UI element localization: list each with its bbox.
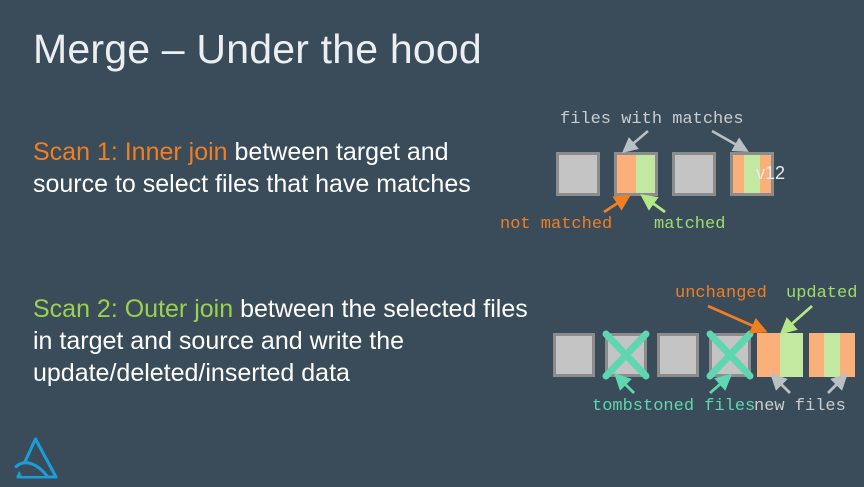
arrow-new-files-box5 <box>770 373 791 394</box>
scan2-rest: between the selected files in target and… <box>33 295 528 387</box>
segment-unchanged <box>757 333 780 377</box>
arrow-to-box4 <box>711 129 749 152</box>
version-label-v12: v12 <box>756 163 786 183</box>
updated-label: updated <box>786 284 858 303</box>
segment-gray <box>559 155 597 193</box>
bottom-file-box-1 <box>553 333 595 377</box>
top-file-box-1 <box>556 152 600 196</box>
bottom-file-box-2 <box>605 333 647 377</box>
bottom-file-box-4 <box>709 333 751 377</box>
diagram-scan2: unchanged updated tombstoned files new f… <box>0 275 864 425</box>
arrow-unchanged <box>707 304 768 334</box>
diagram-scan1: files with matches v12 not matched match… <box>0 0 864 240</box>
top-file-box-3 <box>672 152 716 196</box>
segment-updated <box>780 333 803 377</box>
arrow-not-matched <box>603 194 632 214</box>
not-matched-label: not matched <box>500 215 613 234</box>
segment-unchanged <box>840 333 855 377</box>
arrow-new-files-box6 <box>827 373 848 394</box>
page-title: Merge – Under the hood <box>33 26 482 72</box>
arrow-tombstoned-box2 <box>614 373 635 394</box>
segment-not-matched <box>759 155 771 193</box>
arrow-to-box2 <box>622 130 649 154</box>
segment-not-matched <box>617 155 636 193</box>
scan2-paragraph: Scan 2: Outer join between the selected … <box>33 293 533 389</box>
segment-gray <box>556 336 592 374</box>
segment-matched <box>636 155 655 193</box>
segment-not-matched <box>733 155 745 193</box>
new-files-label: new files <box>754 397 846 416</box>
top-file-box-2 <box>614 152 658 196</box>
arrow-tombstoned-box4 <box>709 373 733 395</box>
arrow-updated <box>779 304 813 335</box>
segment-matched <box>744 155 760 193</box>
arrow-matched <box>640 194 666 214</box>
top-file-box-4 <box>730 152 774 196</box>
bottom-file-box-3 <box>657 333 699 377</box>
segment-gray <box>608 336 644 374</box>
delta-lake-logo <box>14 437 58 479</box>
segment-unchanged <box>809 333 824 377</box>
scan1-paragraph: Scan 1: Inner join between target and so… <box>33 136 523 200</box>
segment-updated <box>823 333 841 377</box>
matched-label: matched <box>654 215 726 234</box>
scan1-highlight: Scan 1: Inner join <box>33 138 228 166</box>
tombstoned-files-label: tombstoned files <box>592 397 756 416</box>
unchanged-label: unchanged <box>675 284 767 303</box>
bottom-file-box-6 <box>809 333 855 377</box>
scan2-highlight: Scan 2: Outer join <box>33 295 234 323</box>
bottom-file-box-5 <box>757 333 803 377</box>
segment-gray <box>660 336 696 374</box>
scan1-rest: between target and source to select file… <box>33 138 471 198</box>
files-with-matches-label: files with matches <box>560 110 744 129</box>
segment-gray <box>712 336 748 374</box>
segment-gray <box>675 155 713 193</box>
